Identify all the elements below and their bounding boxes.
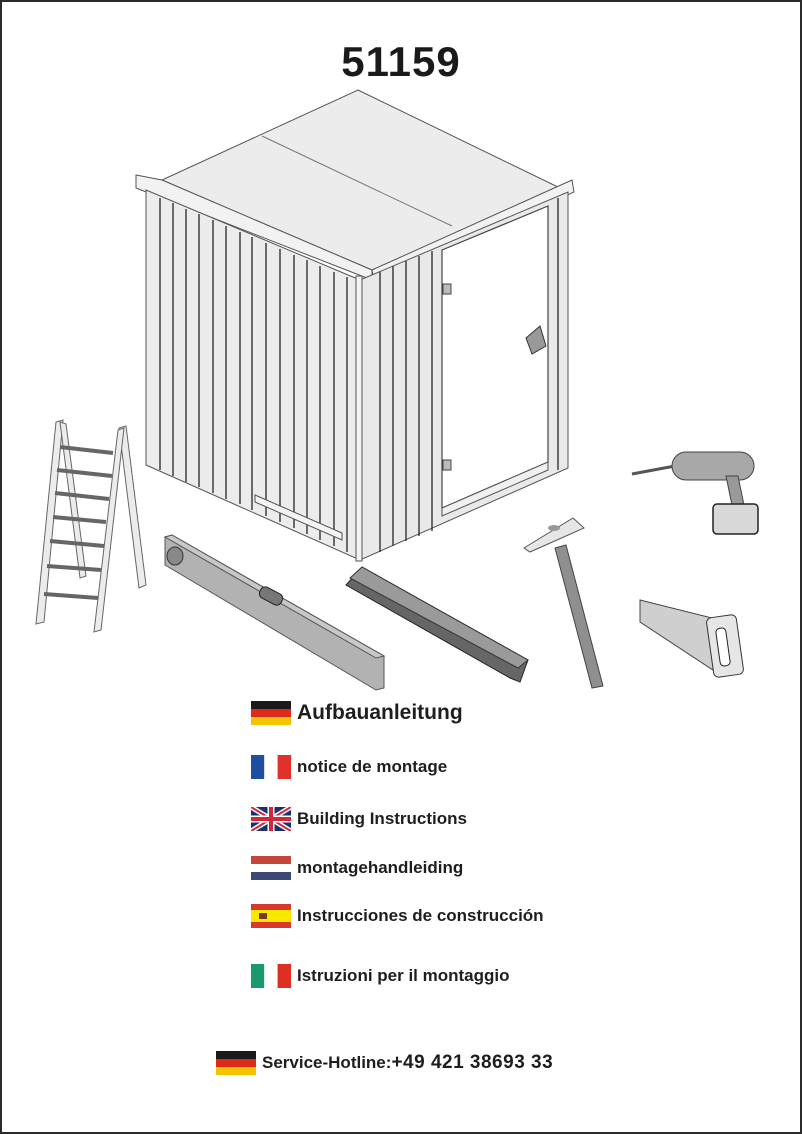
language-item-it: Istruzioni per il montaggio xyxy=(251,964,510,988)
language-label: Instrucciones de construcción xyxy=(297,906,544,925)
language-label: Istruzioni per il montaggio xyxy=(297,966,510,985)
germany-flag-icon xyxy=(216,1051,256,1075)
language-item-en: Building Instructions xyxy=(251,807,467,831)
folding-rule-illustration xyxy=(345,566,529,683)
cordless-drill-illustration xyxy=(631,451,759,535)
service-hotline: Service-Hotline: +49 421 38693 33 xyxy=(216,1051,553,1075)
page-title: 51159 xyxy=(341,38,461,85)
netherlands-flag-icon xyxy=(251,856,291,880)
hotline-number: +49 421 38693 33 xyxy=(391,1052,554,1073)
hand-saw-illustration xyxy=(639,599,744,678)
uk-flag-icon xyxy=(251,807,291,831)
illustration xyxy=(35,89,759,691)
language-item-es: Instrucciones de construcción xyxy=(251,904,544,928)
ladder-illustration xyxy=(35,419,147,633)
language-label: notice de montage xyxy=(297,757,448,776)
shed-wall-ribs xyxy=(159,198,559,552)
language-label: Aufbauanleitung xyxy=(297,701,463,724)
language-label: Building Instructions xyxy=(297,809,467,828)
language-item-de: Aufbauanleitung xyxy=(251,701,463,725)
france-flag-icon xyxy=(251,755,291,779)
language-item-nl: montagehandleiding xyxy=(251,856,463,880)
shed-door xyxy=(441,205,549,517)
spain-flag-icon xyxy=(251,904,291,928)
language-item-fr: notice de montage xyxy=(251,755,447,779)
germany-flag-icon xyxy=(251,701,291,725)
hammer-illustration xyxy=(523,517,604,689)
italy-flag-icon xyxy=(251,964,291,988)
hotline-label: Service-Hotline: xyxy=(262,1053,392,1072)
spirit-level-illustration xyxy=(163,534,386,691)
language-label: montagehandleiding xyxy=(297,858,464,877)
